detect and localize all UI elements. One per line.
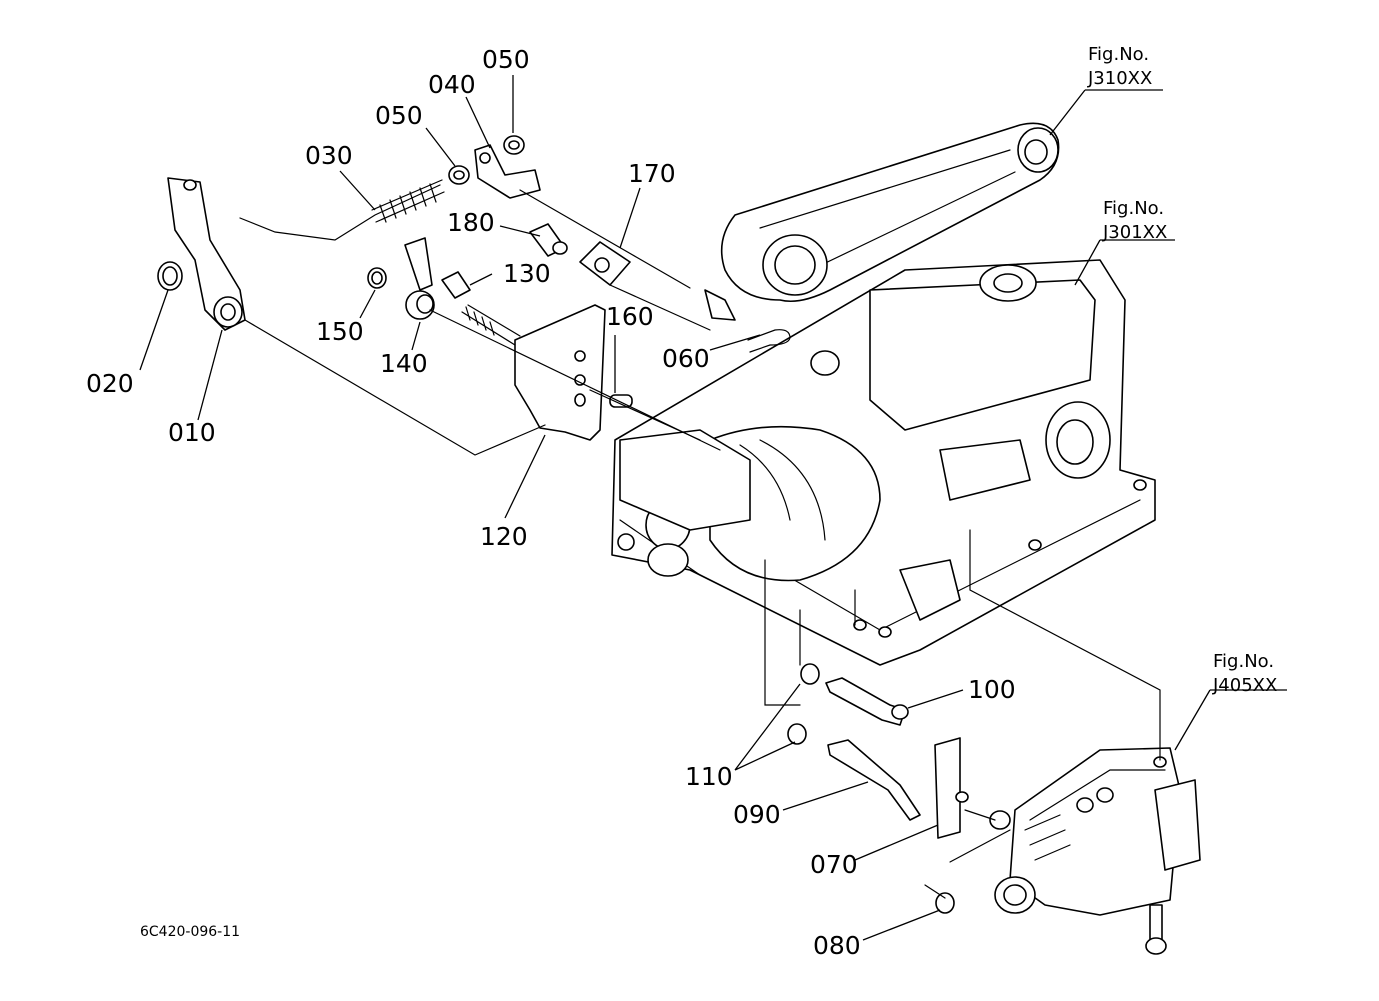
callout-100: 100: [968, 675, 1016, 704]
callout-020: 020: [86, 369, 134, 398]
callout-060: 060: [662, 344, 710, 373]
fig-ref-title: Fig.No.: [1088, 44, 1149, 65]
part-080-ring: [935, 892, 955, 914]
callout-040: 040: [428, 70, 476, 99]
part-060-pin: [747, 329, 791, 353]
part-040-clevis: [474, 144, 541, 199]
figure-reference-j310: Fig.No. J310XX: [1087, 44, 1152, 89]
part-030-rod: [239, 179, 445, 241]
part-140-bushing: [404, 237, 435, 320]
part-010-lever: [167, 177, 246, 331]
fig-ref-number: J405XX: [1212, 675, 1277, 696]
callout-140: 140: [380, 349, 428, 378]
callout-180: 180: [447, 208, 495, 237]
lift-arm: [704, 122, 1060, 321]
callout-130: 130: [503, 259, 551, 288]
callout-050-b: 050: [482, 45, 530, 74]
part-150-ring: [367, 267, 387, 289]
figure-reference-j405: Fig.No. J405XX: [1212, 651, 1277, 696]
fig-ref-number: J301XX: [1102, 222, 1167, 243]
fig-ref-title: Fig.No.: [1213, 651, 1274, 672]
part-050-nut-a: [448, 165, 470, 185]
assembly-lines: [244, 189, 1161, 899]
part-070-plate: [934, 737, 969, 839]
part-130-bolt: [441, 271, 521, 346]
part-090-spool: [827, 739, 921, 821]
callout-090: 090: [733, 800, 781, 829]
part-110-rings: [787, 663, 820, 745]
control-valve: [989, 747, 1201, 955]
hydraulic-housing: [611, 259, 1156, 666]
part-170-plate: [579, 241, 631, 286]
part-160-pin: [609, 394, 633, 408]
callout-070: 070: [810, 850, 858, 879]
callout-080: 080: [813, 931, 861, 960]
callout-160: 160: [606, 302, 654, 331]
callout-labels: 010 020 030 040 050 050 060 070 080 090 …: [86, 45, 1016, 960]
part-180-plug: [529, 223, 568, 257]
fig-ref-title: Fig.No.: [1103, 198, 1164, 219]
callout-010: 010: [168, 418, 216, 447]
drawing-code: 6C420-096-11: [140, 924, 240, 940]
callout-110: 110: [685, 762, 733, 791]
figure-reference-j301: Fig.No. J301XX: [1102, 198, 1167, 243]
callout-030: 030: [305, 141, 353, 170]
part-050-nut-b: [503, 135, 525, 155]
part-100-spool: [825, 677, 909, 726]
leader-lines: [139, 75, 1287, 941]
callout-170: 170: [628, 159, 676, 188]
callout-150: 150: [316, 317, 364, 346]
part-020-ring: [157, 261, 183, 291]
fig-ref-number: J310XX: [1087, 68, 1152, 89]
callout-050-a: 050: [375, 101, 423, 130]
callout-120: 120: [480, 522, 528, 551]
